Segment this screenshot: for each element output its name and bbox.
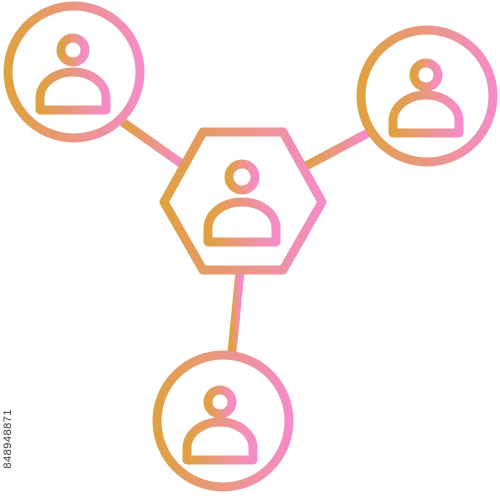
circle-node-top-right bbox=[356, 25, 498, 167]
user-icon bbox=[203, 159, 281, 247]
user-icon bbox=[182, 385, 258, 465]
circle-node-bottom bbox=[152, 350, 294, 492]
connector-line bbox=[119, 118, 187, 169]
stock-id-watermark: 848948871 bbox=[2, 409, 14, 469]
connector-line bbox=[301, 129, 371, 171]
user-icon bbox=[388, 58, 464, 138]
circle-node-top-left bbox=[3, 1, 145, 143]
user-icon bbox=[35, 33, 111, 115]
connector-line bbox=[227, 267, 245, 357]
hexagon-node bbox=[159, 127, 327, 275]
